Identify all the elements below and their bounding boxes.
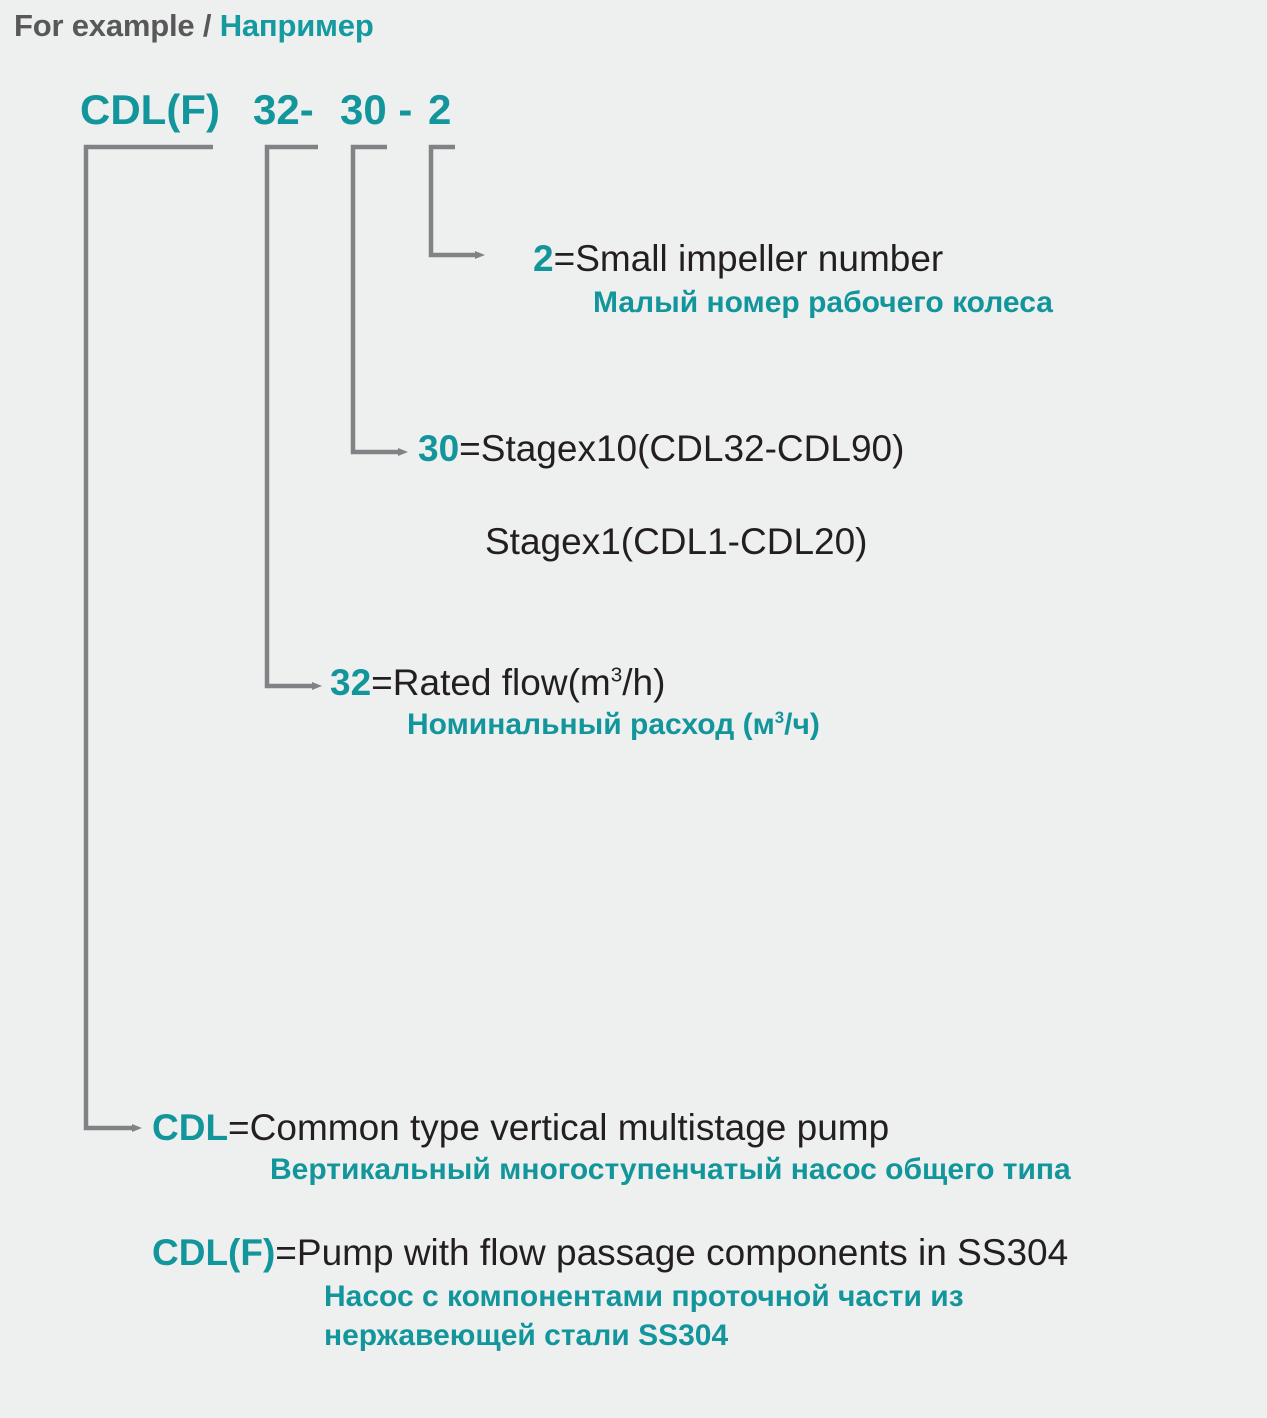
callout-impeller-text: Small impeller number [575, 238, 944, 279]
callout-stage-english-secondary: Stagex1(CDL1-CDL20) [485, 521, 868, 563]
callout-cdl-russian: Вертикальный многоступенчатый насос обще… [270, 1153, 1071, 1187]
callout-cdl-key: CDL [152, 1107, 229, 1148]
callout-stage-text: Stagex10(CDL32-CDL90) [480, 428, 905, 469]
callout-cdlf-key: CDL(F) [152, 1232, 276, 1273]
callout-cdlf-english: CDL(F)=Pump with flow passage components… [152, 1232, 1068, 1273]
callout-flow-english: 32=Rated flow(m3/h) [330, 662, 820, 703]
model-code-line: CDL(F) 32- 30 - 2 [0, 89, 1267, 145]
callout-impeller-russian: Малый номер рабочего колеса [593, 286, 1053, 320]
connector-series [83, 144, 213, 1132]
code-segment-series: CDL(F) [80, 86, 220, 133]
callout-flow-russian-exponent: 3 [774, 708, 785, 728]
page-title-russian: Например [219, 8, 374, 43]
page-title-separator: / [202, 8, 212, 43]
page-title: For example / Например [14, 8, 374, 44]
connector-stage [350, 144, 408, 456]
callout-cdlf: CDL(F)=Pump with flow passage components… [152, 1232, 1068, 1355]
callout-cdlf-equals: = [275, 1232, 297, 1273]
callout-cdlf-text: Pump with flow passage components in SS3… [296, 1232, 1069, 1273]
code-segment-impeller: 2 [428, 86, 452, 133]
callout-flow-russian-prefix: Номинальный расход (м [407, 708, 775, 742]
callout-stage: 30=Stagex10(CDL32-CDL90) Stagex1(CDL1-CD… [418, 428, 904, 563]
callout-stage-key: 30 [418, 428, 460, 469]
code-segment-rated-flow: 32- [253, 86, 314, 133]
callout-flow-russian: Номинальный расход (м3/ч) [407, 707, 820, 744]
callout-cdl-english: CDL=Common type vertical multistage pump [152, 1107, 1071, 1148]
code-segment-stage: 30 - [340, 86, 413, 133]
connector-impeller [428, 144, 485, 259]
connector-flow [264, 144, 322, 690]
callout-stage-english: 30=Stagex10(CDL32-CDL90) [418, 428, 904, 469]
callout-impeller-english: 2=Small impeller number [533, 238, 1053, 279]
callout-flow: 32=Rated flow(m3/h) Номинальный расход (… [330, 662, 820, 744]
callout-flow-exponent: 3 [610, 663, 623, 687]
callout-flow-key: 32 [330, 662, 372, 703]
callout-cdl-equals: = [228, 1107, 250, 1148]
callout-flow-russian-suffix: /ч) [784, 708, 820, 742]
callout-flow-text-prefix: Rated flow(m [392, 662, 611, 703]
callout-stage-equals: = [459, 428, 481, 469]
callout-impeller-key: 2 [533, 238, 554, 279]
callout-impeller-equals: = [553, 238, 576, 279]
callout-cdl: CDL=Common type vertical multistage pump… [152, 1107, 1071, 1189]
callout-cdlf-russian-line2: нержавеющей стали SS304 [324, 1319, 729, 1353]
page-title-english: For example [14, 8, 195, 43]
callout-flow-equals: = [371, 662, 393, 703]
callout-impeller: 2=Small impeller number Малый номер рабо… [533, 238, 1053, 322]
callout-cdlf-russian-line1: Насос с компонентами проточной части из [324, 1280, 964, 1314]
callout-cdl-text: Common type vertical multistage pump [249, 1107, 890, 1148]
callout-flow-text-suffix: /h) [622, 662, 666, 703]
